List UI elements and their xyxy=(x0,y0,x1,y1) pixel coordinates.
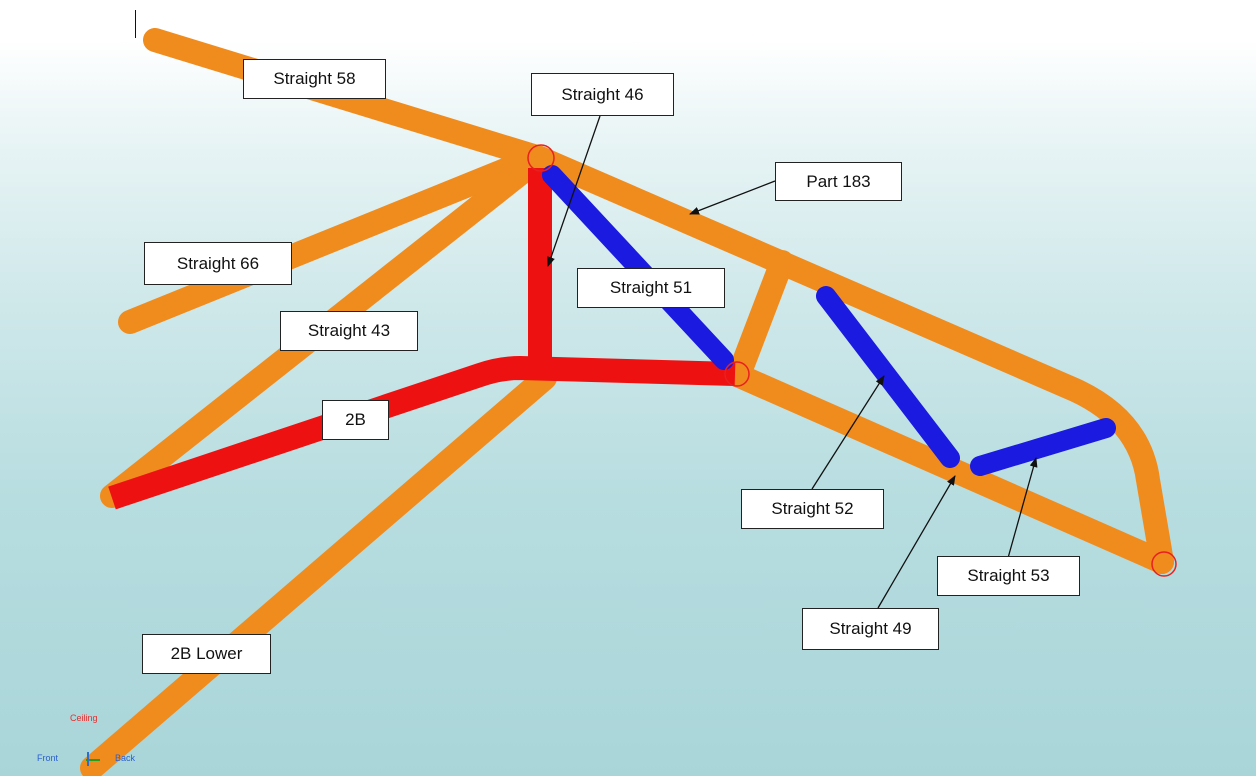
tube-straight-66[interactable] xyxy=(118,148,542,334)
leader-straight-46 xyxy=(547,115,601,267)
label-straight-66[interactable]: Straight 66 xyxy=(144,242,292,285)
label-straight-51[interactable]: Straight 51 xyxy=(577,268,725,308)
leader-straight-52 xyxy=(811,375,885,490)
label-2b[interactable]: 2B xyxy=(322,400,389,440)
text-cursor xyxy=(135,10,136,38)
triad-back-label: Back xyxy=(115,753,136,763)
node-mid-junction[interactable] xyxy=(724,361,750,387)
label-straight-46[interactable]: Straight 46 xyxy=(531,73,674,116)
label-straight-52[interactable]: Straight 52 xyxy=(741,489,884,529)
axis-triad xyxy=(86,752,100,766)
tube-straight-58[interactable] xyxy=(143,28,552,170)
label-part-183[interactable]: Part 183 xyxy=(775,162,902,201)
node-top-junction[interactable] xyxy=(527,144,555,172)
tube-vertical-brace[interactable] xyxy=(728,250,794,384)
tube-straight-52[interactable] xyxy=(816,286,960,468)
triad-front-label: Front xyxy=(37,753,59,763)
label-2b-lower[interactable]: 2B Lower xyxy=(142,634,271,674)
leader-straight-49 xyxy=(877,475,956,609)
label-straight-49[interactable]: Straight 49 xyxy=(802,608,939,650)
leader-straight-53 xyxy=(1007,457,1038,559)
tube-part-183[interactable] xyxy=(528,146,1174,574)
label-straight-53[interactable]: Straight 53 xyxy=(937,556,1080,596)
label-straight-43[interactable]: Straight 43 xyxy=(280,311,418,351)
leader-part-183 xyxy=(689,180,776,215)
node-end-junction[interactable] xyxy=(1151,551,1177,577)
label-straight-58[interactable]: Straight 58 xyxy=(243,59,386,99)
tube-straight-51[interactable] xyxy=(542,165,734,370)
tube-2b[interactable] xyxy=(108,356,736,510)
tube-straight-53[interactable] xyxy=(970,418,1116,476)
triad-ceiling-label: Ceiling xyxy=(70,713,98,723)
tube-2b-lower[interactable] xyxy=(80,366,557,776)
tube-lower-rail[interactable] xyxy=(723,362,1174,574)
